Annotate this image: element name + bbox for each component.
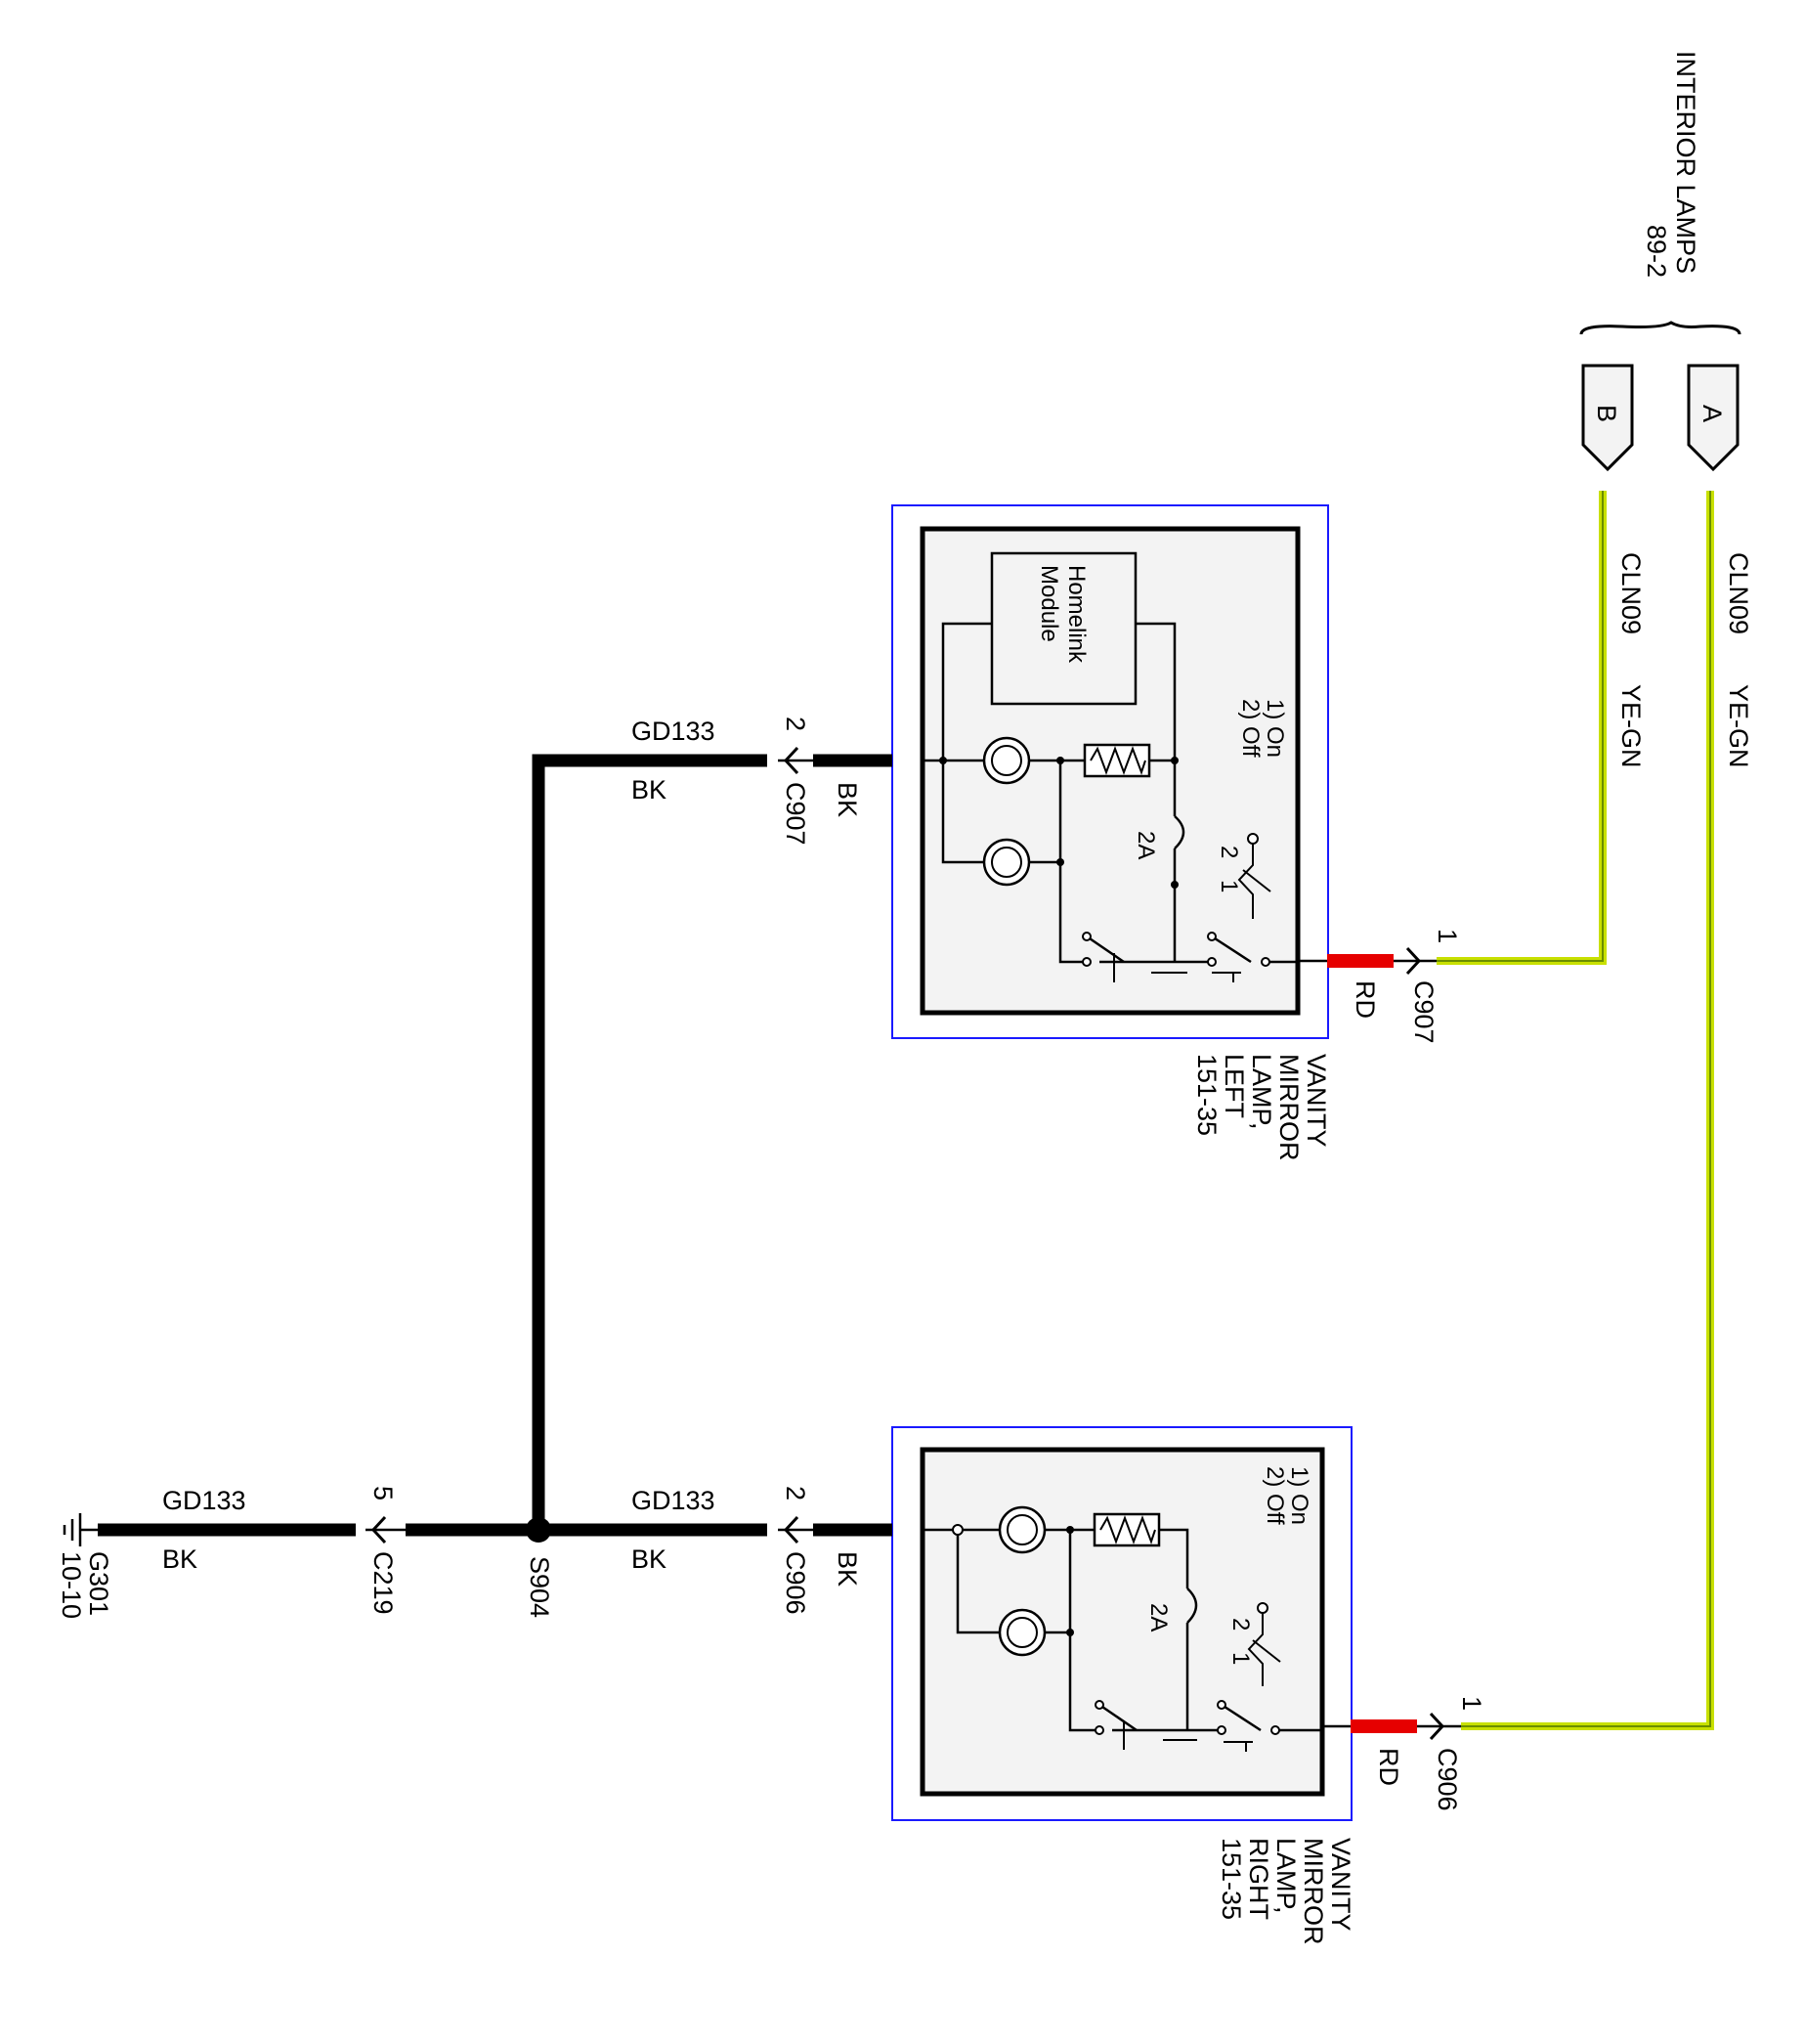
left-lamp-name-3: LAMP, bbox=[1247, 1054, 1276, 1130]
switch-number-2: 2 bbox=[1216, 846, 1242, 858]
wire-bk-left-harness[interactable] bbox=[532, 754, 767, 1530]
wire-b-color-label: YE-GN bbox=[1616, 684, 1646, 768]
switch-number-1: 1 bbox=[1216, 880, 1242, 892]
switch-number-2: 2 bbox=[1227, 1618, 1254, 1631]
lamp-bulb-icon bbox=[998, 1608, 1047, 1657]
switch-icon[interactable] bbox=[1086, 935, 1125, 964]
homelink-module bbox=[990, 551, 1138, 706]
connector-c906-pin1-icon[interactable] bbox=[1429, 1712, 1445, 1741]
wire-cln09-terminal-a[interactable] bbox=[1461, 491, 1714, 1730]
terminal-a[interactable]: A bbox=[1687, 364, 1740, 472]
right-input-connector: C906 bbox=[1433, 1748, 1462, 1811]
left-lamp-page: 151-35 bbox=[1192, 1054, 1222, 1136]
fuse-icon bbox=[1186, 1587, 1198, 1624]
switch-icon[interactable] bbox=[1221, 1703, 1262, 1732]
left-harness-circuit: GD133 bbox=[631, 717, 715, 746]
vanity-mirror-lamp-right[interactable]: 1) On 2) Off 2A 2 1 bbox=[891, 1426, 1353, 1821]
left-output-color: BK bbox=[833, 782, 862, 817]
reference-title: INTERIOR LAMPS bbox=[1671, 51, 1700, 274]
right-lamp-name-1: VANITY bbox=[1326, 1838, 1355, 1932]
terminal-b[interactable]: B bbox=[1581, 364, 1634, 472]
fuse-icon bbox=[1174, 815, 1185, 849]
homelink-module-label-1: Homelink bbox=[1063, 565, 1090, 664]
right-output-pin: 2 bbox=[781, 1486, 810, 1500]
fuse-rating: 2A bbox=[1133, 831, 1159, 859]
switch-icon[interactable] bbox=[1211, 935, 1252, 964]
wire-a-circuit-label: CLN09 bbox=[1724, 552, 1753, 634]
c219-label: C219 bbox=[368, 1551, 398, 1615]
left-input-connector: C907 bbox=[1409, 980, 1439, 1044]
wire-b-circuit-label: CLN09 bbox=[1616, 552, 1646, 634]
switch-position-off: 2) Off bbox=[1237, 699, 1264, 758]
resistor-icon bbox=[1093, 1512, 1161, 1547]
splice-label: S904 bbox=[525, 1556, 554, 1618]
connector-c907-pin1-icon[interactable] bbox=[1405, 946, 1422, 976]
reference-page: 89-2 bbox=[1642, 225, 1671, 278]
right-lamp-page: 151-35 bbox=[1217, 1838, 1246, 1920]
switch-position-on: 1) On bbox=[1286, 1466, 1312, 1525]
right-input-color: RD bbox=[1374, 1748, 1403, 1786]
left-harness-color: BK bbox=[631, 775, 666, 805]
wire-cln09-terminal-b[interactable] bbox=[1437, 491, 1607, 965]
fuse-rating: 2A bbox=[1145, 1603, 1172, 1631]
right-input-pin: 1 bbox=[1457, 1696, 1486, 1711]
left-input-pin: 1 bbox=[1433, 929, 1462, 943]
left-output-connector: C907 bbox=[781, 782, 810, 846]
ground-icon bbox=[63, 1513, 98, 1546]
splice-s904[interactable] bbox=[526, 1517, 551, 1543]
lamp-bulb-icon bbox=[998, 1505, 1047, 1554]
right-harness-color: BK bbox=[631, 1544, 666, 1574]
ground-circuit: GD133 bbox=[162, 1486, 246, 1515]
homelink-module-label-2: Module bbox=[1036, 565, 1062, 642]
vanity-mirror-lamp-left[interactable]: Homelink Module bbox=[891, 504, 1329, 1039]
resistor-icon bbox=[1083, 743, 1151, 778]
left-output-pin: 2 bbox=[781, 717, 810, 731]
switch-number-1: 1 bbox=[1227, 1652, 1254, 1665]
wire-a-color-label: YE-GN bbox=[1724, 684, 1753, 768]
right-lamp-name-4: RIGHT bbox=[1244, 1838, 1273, 1920]
switch-position-off: 2) Off bbox=[1262, 1466, 1288, 1525]
left-input-color: RD bbox=[1351, 980, 1380, 1019]
lamp-bulb-icon bbox=[982, 838, 1031, 887]
lamp-bulb-icon bbox=[982, 736, 1031, 785]
ground-id: G301 bbox=[84, 1551, 113, 1616]
right-harness-circuit: GD133 bbox=[631, 1486, 715, 1515]
svg-text:A: A bbox=[1698, 405, 1727, 422]
right-output-connector: C906 bbox=[781, 1551, 810, 1615]
right-lamp-name-2: MIRROR bbox=[1299, 1838, 1328, 1945]
left-lamp-name-2: MIRROR bbox=[1274, 1054, 1304, 1161]
switch-position-on: 1) On bbox=[1262, 699, 1288, 758]
switch-icon[interactable] bbox=[1098, 1703, 1138, 1732]
left-lamp-name-4: LEFT bbox=[1220, 1054, 1249, 1118]
svg-text:B: B bbox=[1592, 405, 1621, 422]
ground-color: BK bbox=[162, 1544, 197, 1574]
c219-pin: 5 bbox=[368, 1486, 398, 1500]
ground-page: 10-10 bbox=[57, 1551, 86, 1619]
right-output-color: BK bbox=[833, 1551, 862, 1587]
left-lamp-name-1: VANITY bbox=[1302, 1054, 1331, 1148]
right-lamp-name-3: LAMP, bbox=[1271, 1838, 1301, 1914]
reference-brace bbox=[1579, 321, 1741, 335]
